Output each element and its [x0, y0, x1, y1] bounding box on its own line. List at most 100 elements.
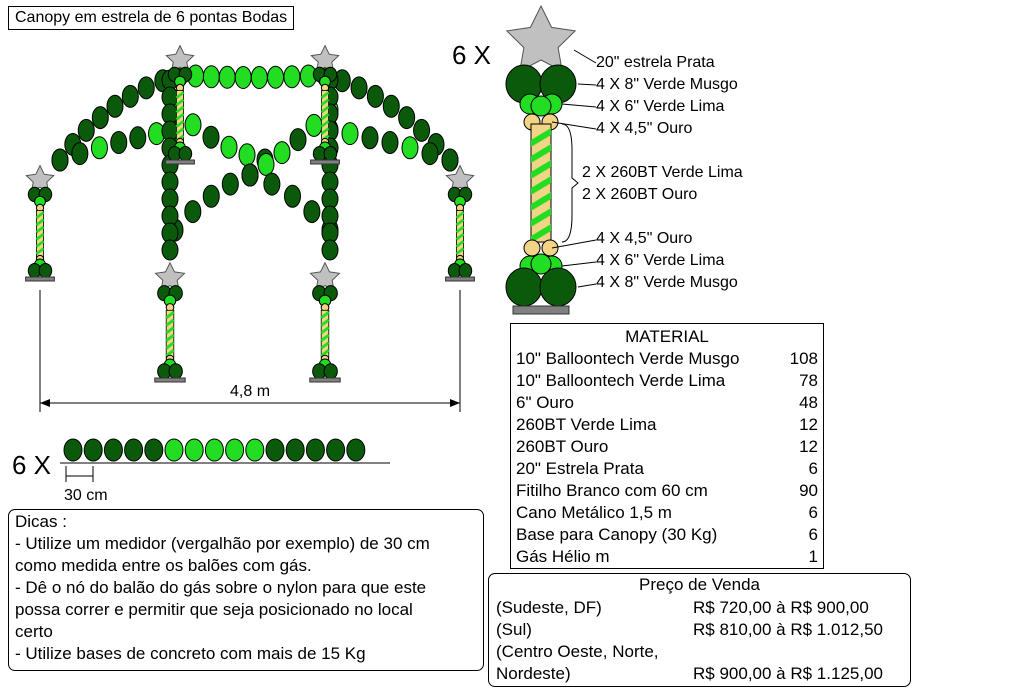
label-top-gold: 4 X 4,5" Ouro	[596, 120, 693, 137]
tip-line: - Dê o nó do balão do gás sobre o nylon …	[15, 578, 427, 597]
price-title: Preço de Venda	[639, 575, 760, 594]
leader-line	[561, 261, 597, 267]
arch-balloon	[218, 65, 236, 89]
column-base	[165, 159, 195, 165]
arch-balloon	[401, 136, 419, 160]
twist-stripe	[320, 98, 330, 107]
garland-balloon	[144, 438, 164, 462]
balloon	[38, 263, 53, 279]
arch-balloon	[71, 142, 89, 166]
column-base	[310, 159, 340, 165]
big-star-balloon	[505, 4, 577, 73]
label-top-8in: 4 X 8" Verde Musgo	[596, 76, 738, 93]
balloon	[178, 146, 193, 162]
leader-line	[573, 49, 597, 64]
label-twist-green: 2 X 260BT Verde Lima	[582, 164, 743, 181]
arch-balloon	[129, 126, 147, 150]
arch-balloon	[366, 84, 384, 108]
twist-stripe	[320, 311, 330, 320]
leader-line	[561, 103, 597, 108]
garland-balloon	[305, 438, 325, 462]
arch-balloon	[241, 163, 259, 187]
arch-balloon	[121, 84, 139, 108]
star-balloon	[445, 164, 475, 193]
spacing-dimension-label: 30 cm	[64, 487, 108, 504]
garland-balloon	[164, 438, 184, 462]
arch-balloon	[202, 125, 220, 149]
column-balloon	[539, 267, 577, 307]
twist-stripe	[320, 91, 330, 99]
twist-stripe	[175, 112, 185, 121]
garland-multiplier: 6 X	[12, 450, 52, 480]
twist-stripe	[455, 247, 465, 255]
star-balloon	[154, 261, 186, 292]
material-row: Base para Canopy (30 Kg)6	[516, 525, 818, 544]
arch-balloon	[250, 65, 268, 89]
twist-stripe	[35, 247, 45, 255]
diagram-title: Canopy em estrela de 6 pontas Bodas	[8, 6, 295, 30]
twist-stripe	[175, 105, 185, 114]
price-region: Nordeste)	[496, 664, 571, 683]
balloon	[168, 363, 183, 380]
twist-stripe	[455, 211, 465, 219]
twist-stripe	[531, 224, 551, 243]
column-balloon	[530, 95, 552, 117]
arch-balloon	[441, 148, 459, 172]
arch-balloon	[221, 172, 239, 196]
garland-balloon	[83, 438, 103, 462]
garland-balloon	[184, 438, 204, 462]
leader-line	[577, 83, 597, 86]
tip-line: - Utilize um medidor (vergalhão por exem…	[15, 534, 430, 553]
arrow-head	[450, 399, 460, 407]
garland-balloon	[204, 438, 224, 462]
column-multiplier: 6 X	[452, 40, 492, 70]
twist-stripe	[35, 211, 45, 219]
arch-balloon	[257, 152, 275, 176]
twist-stripe	[455, 240, 465, 248]
twist-stripe	[455, 232, 465, 241]
arch-balloon	[305, 113, 323, 137]
twist-stripe	[35, 232, 45, 241]
arch-balloon	[361, 126, 379, 150]
width-dimension-label: 4,8 m	[230, 383, 271, 400]
column-balloon	[523, 239, 541, 257]
column-base	[512, 305, 570, 315]
arch-balloon	[341, 122, 359, 146]
twist-stripe	[175, 127, 185, 135]
garland-balloon	[285, 438, 305, 462]
tip-line: certo	[15, 622, 53, 641]
arch-balloon	[413, 118, 431, 142]
arch-balloon	[184, 200, 202, 224]
twist-stripe	[35, 218, 45, 227]
material-title: MATERIAL	[625, 327, 709, 346]
label-top-6in: 4 X 6" Verde Lima	[596, 98, 725, 115]
arch-balloon	[77, 118, 95, 142]
arch-balloon	[91, 106, 109, 130]
arch-balloon	[303, 200, 321, 224]
twist-stripe	[165, 341, 175, 350]
price-value: R$ 900,00 à R$ 1.125,00	[693, 664, 883, 683]
arch-balloon	[90, 136, 108, 160]
arch-balloon	[382, 94, 400, 118]
twist-stripe	[531, 176, 551, 195]
twist-stripe	[531, 192, 551, 211]
arch-balloon	[110, 131, 128, 154]
tip-line: - Utilize bases de concreto com mais de …	[15, 644, 366, 663]
twist-stripe	[320, 105, 330, 114]
column-balloon	[505, 267, 543, 307]
price-region: (Sudeste, DF)	[496, 598, 602, 617]
column-base	[25, 276, 55, 282]
twist-stripe	[320, 112, 330, 121]
twist-stripe	[175, 91, 185, 99]
label-bottom-8in: 4 X 8" Verde Musgo	[596, 274, 738, 291]
twist-stripe	[320, 318, 330, 327]
bracket	[561, 123, 579, 243]
column-balloon	[530, 253, 552, 275]
